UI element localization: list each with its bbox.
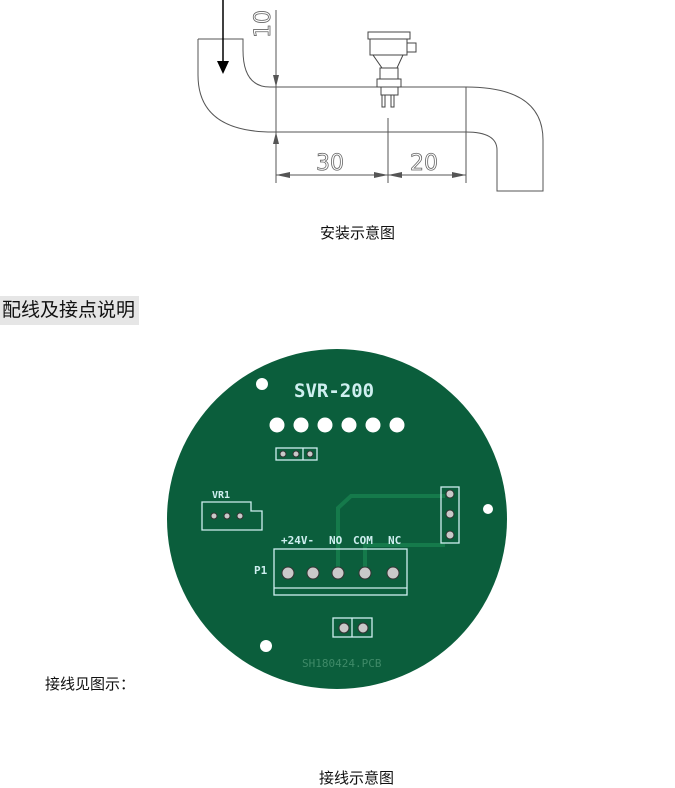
terminal-label-no: NO <box>329 534 343 547</box>
vr1-label: VR1 <box>212 490 230 501</box>
section-heading: 配线及接点说明 <box>0 296 140 325</box>
terminal-label-nc: NC <box>388 534 401 547</box>
sensor-icon <box>367 31 417 108</box>
wiring-note: 接线见图示： <box>45 675 136 693</box>
pipe-left-elbow <box>197 38 274 133</box>
installation-caption: 安装示意图 <box>320 224 396 242</box>
terminal-label-com: COM <box>353 534 373 547</box>
pcb-model-label: SVR-200 <box>294 380 374 402</box>
wiring-caption: 接线示意图 <box>319 769 395 787</box>
flow-arrow-icon <box>217 0 229 74</box>
dim-vertical-label: 10 <box>251 10 276 38</box>
pcb-board <box>167 349 507 689</box>
terminal-label-power: +24V- <box>281 534 314 547</box>
dim-right-label: 20 <box>410 151 438 176</box>
installation-diagram: 10 30 20 <box>197 0 544 192</box>
mounting-holes <box>256 378 493 652</box>
p1-label: P1 <box>254 564 268 577</box>
dim-left-label: 30 <box>316 151 344 176</box>
board-id-label: SH180424.PCB <box>302 657 382 670</box>
pipe-right-elbow <box>465 86 544 192</box>
